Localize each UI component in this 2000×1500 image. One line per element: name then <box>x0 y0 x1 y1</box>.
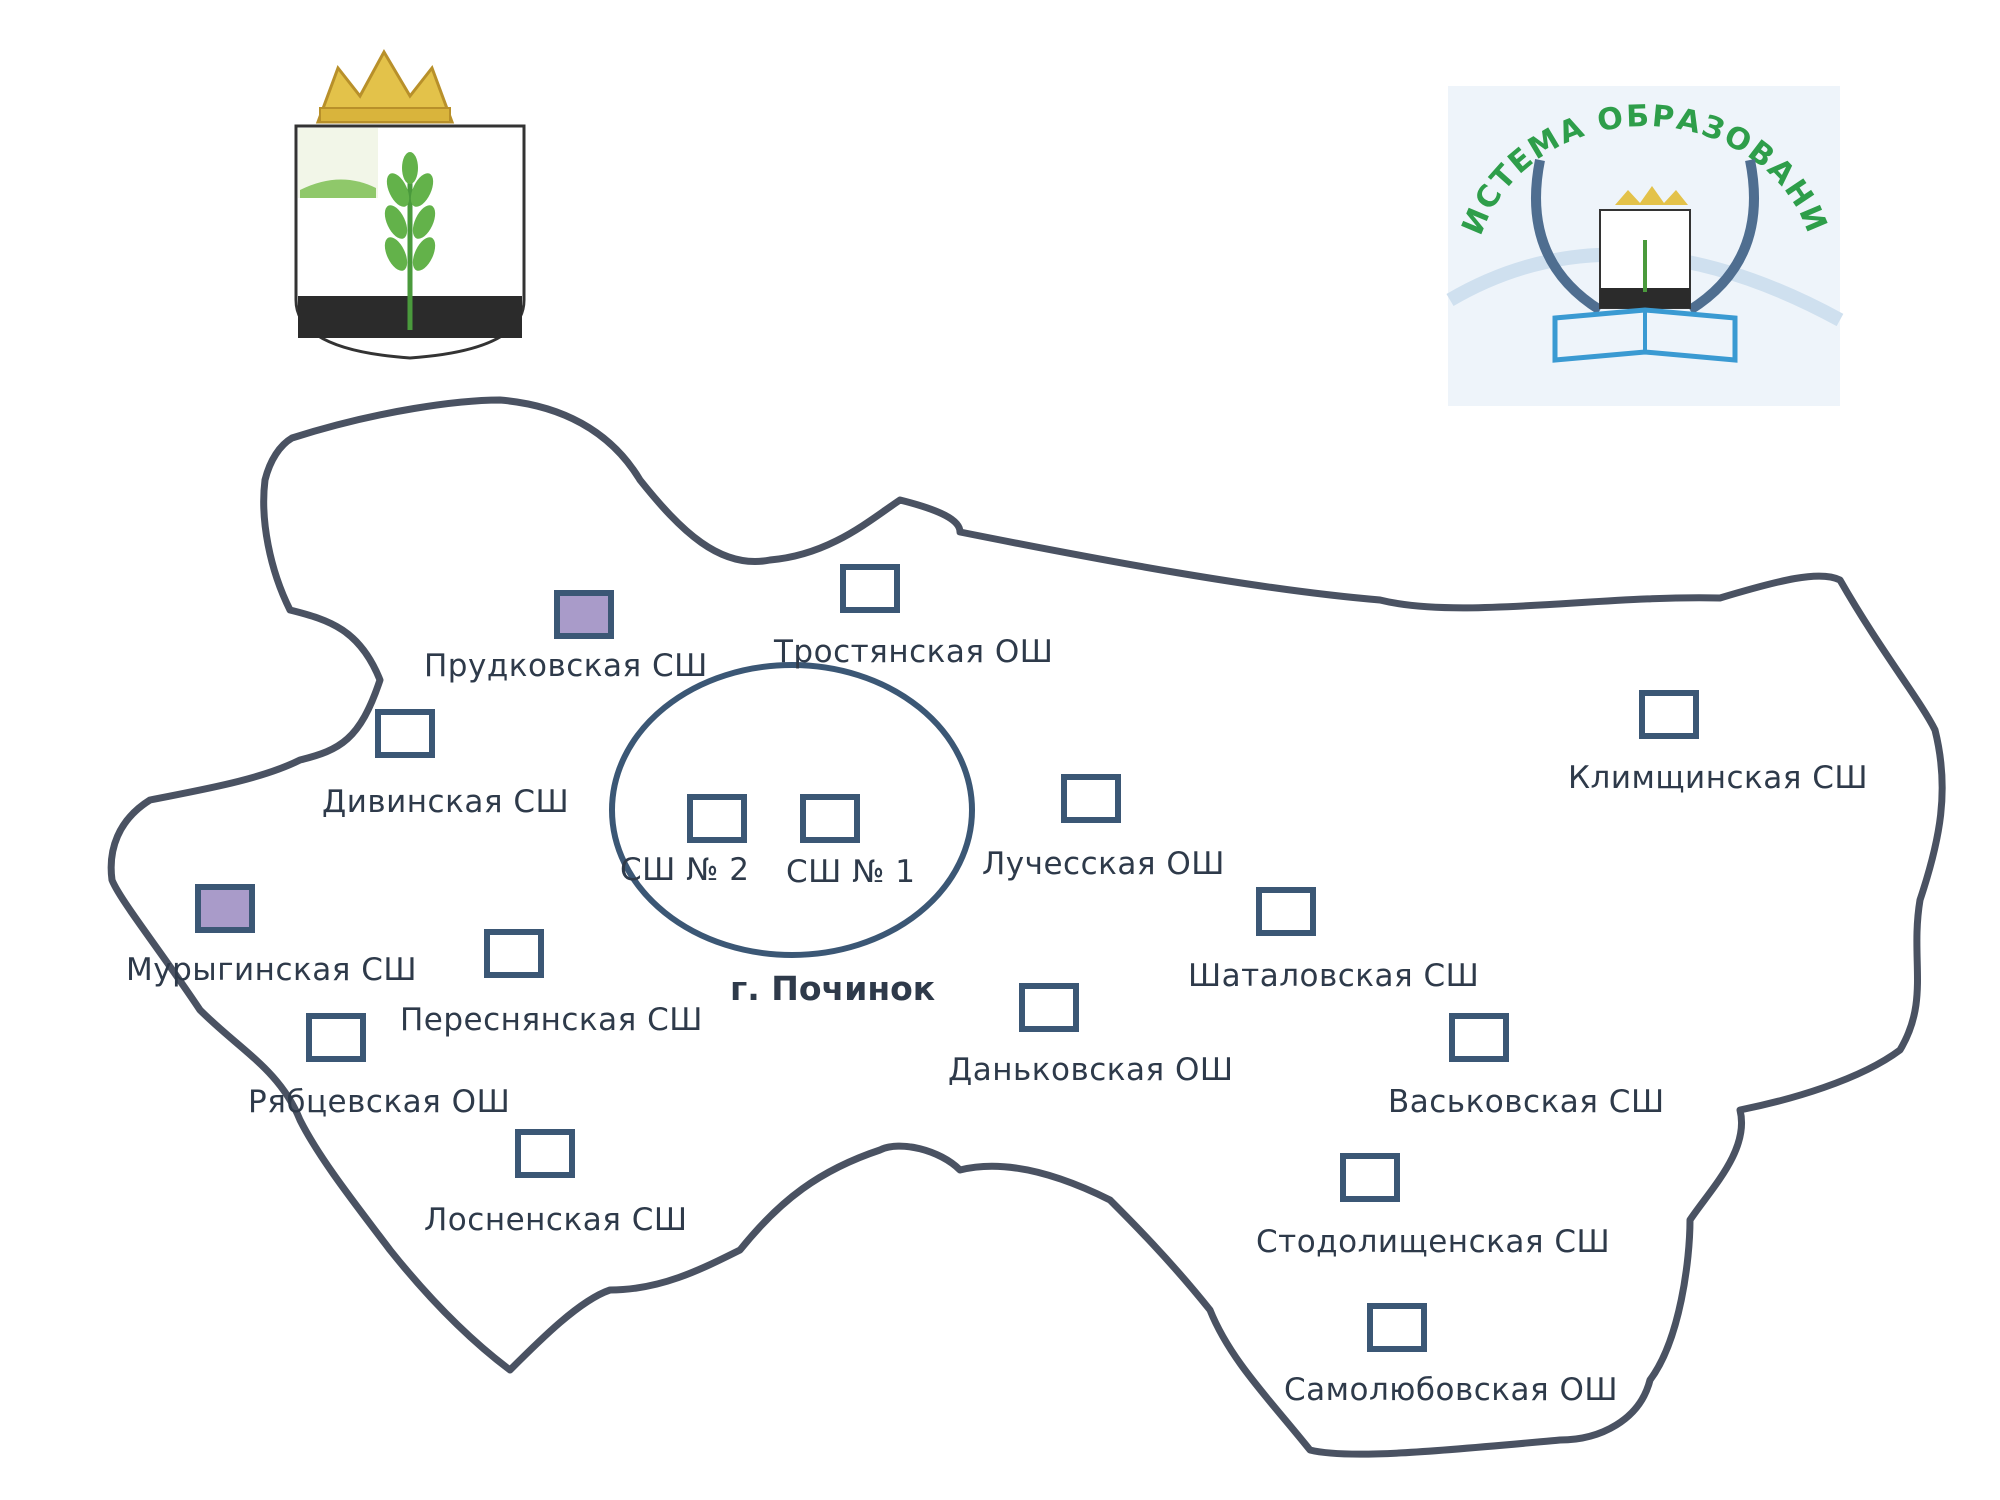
school-divinskaya[interactable]: Дивинская СШ <box>322 709 569 820</box>
svg-text:Лосненская СШ: Лосненская СШ <box>424 1202 688 1238</box>
svg-text:СШ № 2: СШ № 2 <box>620 852 749 888</box>
school-murыginskaya[interactable]: Мурыгинская СШ <box>126 884 417 988</box>
svg-text:Дивинская СШ: Дивинская СШ <box>322 784 569 820</box>
school-stodolishchenskaya[interactable]: Стодолищенская СШ <box>1256 1153 1610 1260</box>
school-luchesskaya[interactable]: Лучесская ОШ <box>982 774 1225 882</box>
school-klimshchinskaya[interactable]: Климщинская СШ <box>1568 690 1868 796</box>
svg-text:Переснянская СШ: Переснянская СШ <box>400 1002 703 1038</box>
school-peresnyanskaya[interactable]: Переснянская СШ <box>400 929 703 1038</box>
svg-text:Мурыгинская СШ: Мурыгинская СШ <box>126 952 417 988</box>
school-shatalovskaya[interactable]: Шаталовская СШ <box>1188 887 1479 994</box>
svg-text:Тростянская ОШ: Тростянская ОШ <box>773 634 1053 670</box>
school-prudkovskaya[interactable]: Прудковская СШ <box>424 590 708 684</box>
svg-text:Климщинская СШ: Климщинская СШ <box>1568 760 1868 796</box>
svg-text:Стодолищенская СШ: Стодолищенская СШ <box>1256 1224 1610 1260</box>
school-vaskovskaya[interactable]: Васьковская СШ <box>1388 1013 1665 1120</box>
svg-text:Васьковская СШ: Васьковская СШ <box>1388 1084 1665 1120</box>
school-sh2[interactable]: СШ № 2 <box>620 794 749 888</box>
coat-of-arms-crown-wheat-icon <box>294 48 526 360</box>
school-dankovskaya[interactable]: Даньковская ОШ <box>948 983 1234 1088</box>
city-label: г. Починок <box>730 969 935 1008</box>
school-losnenskaya[interactable]: Лосненская СШ <box>424 1129 688 1238</box>
school-trostyanskaya[interactable]: Тростянская ОШ <box>773 564 1053 670</box>
svg-text:СШ № 1: СШ № 1 <box>786 854 915 890</box>
city-boundary <box>609 662 975 958</box>
school-samolyubovskaya[interactable]: Самолюбовская ОШ <box>1284 1303 1618 1408</box>
school-ryabtsevskaya[interactable]: Рябцевская ОШ <box>248 1013 510 1120</box>
laurel-wreath-book-icon: СИСТЕМА ОБРАЗОВАНИЯ <box>0 0 1844 406</box>
svg-text:Рябцевская ОШ: Рябцевская ОШ <box>248 1084 510 1120</box>
svg-text:Прудковская СШ: Прудковская СШ <box>424 648 708 684</box>
svg-text:Лучесская ОШ: Лучесская ОШ <box>982 846 1225 882</box>
svg-text:Самолюбовская ОШ: Самолюбовская ОШ <box>1284 1372 1618 1408</box>
svg-text:Шаталовская СШ: Шаталовская СШ <box>1188 958 1479 994</box>
svg-text:Даньковская ОШ: Даньковская ОШ <box>948 1052 1234 1088</box>
school-sh1[interactable]: СШ № 1 <box>786 794 915 890</box>
district-border <box>107 396 1946 1458</box>
